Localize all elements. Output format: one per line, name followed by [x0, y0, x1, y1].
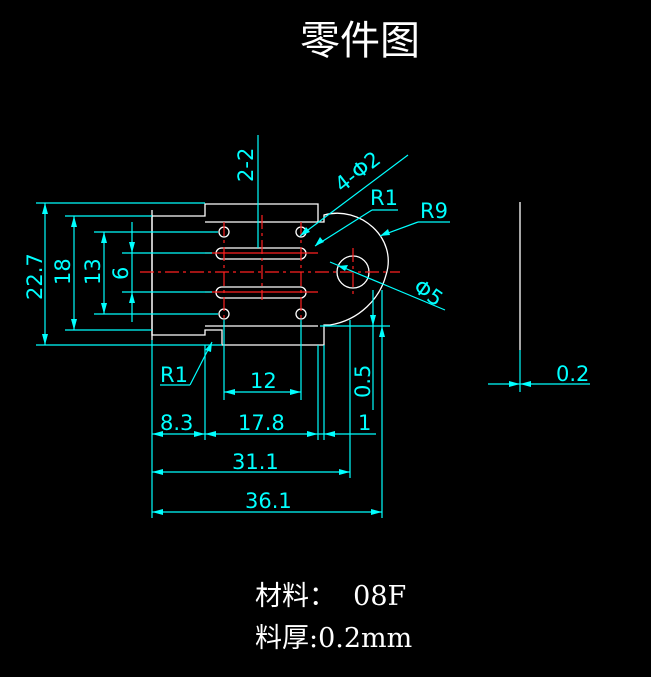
slots [215, 247, 307, 299]
dim-r1-bottom: R1 [160, 363, 188, 387]
dim-dia5: Φ5 [409, 274, 447, 311]
dim-0-2: 0.2 [556, 362, 589, 386]
dim-0-5: 0.5 [351, 365, 375, 398]
dim-36-1: 36.1 [245, 489, 292, 513]
dim-r1-top: R1 [370, 186, 398, 210]
dim-r9: R9 [420, 199, 448, 223]
centerlines [140, 215, 400, 325]
dim-22-7: 22.7 [23, 253, 47, 300]
dim-6: 6 [109, 267, 133, 280]
dim-2-2: 2-2 [234, 148, 258, 182]
thickness-note: 料厚:0.2mm [255, 623, 413, 654]
dim-17-8: 17.8 [238, 411, 285, 435]
arrowheads [42, 203, 531, 515]
dim-31-1: 31.1 [232, 450, 279, 474]
dim-18: 18 [51, 258, 75, 285]
material-note: 材料： 08F [255, 581, 407, 612]
dim-12: 12 [250, 369, 277, 393]
holes [218, 226, 370, 320]
part-outline [151, 202, 521, 350]
dim-1: 1 [358, 411, 371, 435]
drawing-title: 零件图 [300, 18, 420, 64]
dim-8-3: 8.3 [160, 411, 193, 435]
dim-13: 13 [81, 258, 105, 285]
